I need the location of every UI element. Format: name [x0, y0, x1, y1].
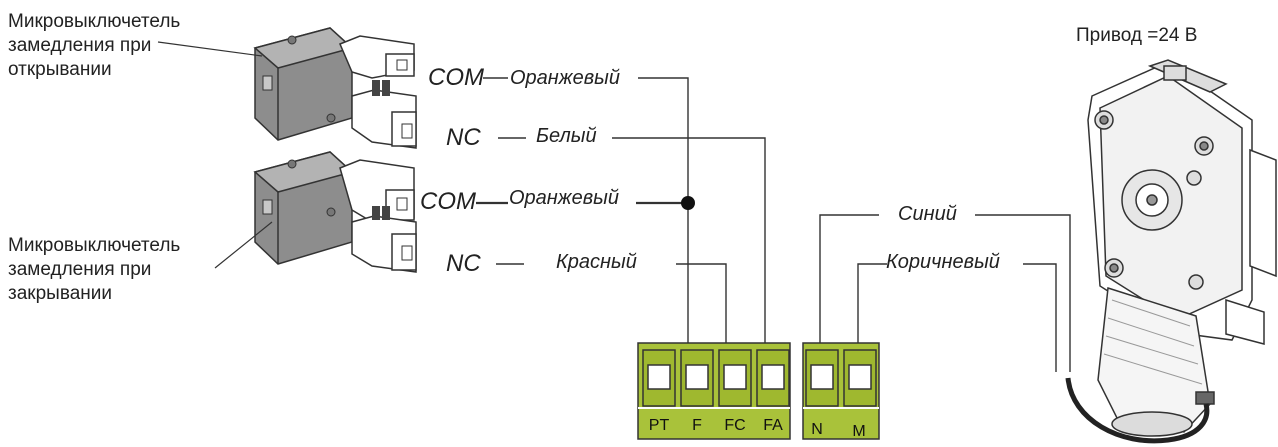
- caption-open-line-3: открывании: [8, 59, 112, 80]
- terminal-label-n: N: [811, 421, 823, 438]
- contact-nc-2: NC: [446, 250, 481, 277]
- microswitch-closing: [253, 151, 417, 273]
- caption-close-switch: Микровыключетель замедления при закрыван…: [8, 234, 180, 306]
- leader-line-close: [214, 221, 273, 269]
- leader-line-open: [157, 41, 263, 57]
- caption-close-line-1: Микровыключетель: [8, 235, 181, 256]
- terminal-block-a: [637, 342, 791, 440]
- wire-blue: [815, 214, 879, 356]
- caption-open-line-1: Микровыключетель: [8, 11, 181, 32]
- caption-drive: Привод =24 В: [1076, 25, 1198, 46]
- caption-open-switch: Микровыключетель замедления при открыван…: [8, 10, 180, 82]
- wire-brown-motor: [1023, 263, 1057, 372]
- wire-label-brown: Коричневый: [886, 251, 1000, 273]
- wire-brown: [853, 263, 887, 356]
- motor-cable: [1065, 377, 1210, 444]
- terminal-label-fc: FC: [724, 417, 746, 434]
- terminal-label-pt: PT: [648, 417, 670, 434]
- junction-dot: [681, 196, 695, 210]
- wire-label-orange-2: Оранжевый: [509, 187, 619, 209]
- wire-blue-motor: [975, 214, 1071, 372]
- wire-red: [676, 263, 731, 356]
- terminal-label-f: F: [692, 417, 702, 434]
- contact-nc-1: NC: [446, 124, 481, 151]
- wire-label-orange-1: Оранжевый: [510, 67, 620, 89]
- caption-close-line-3: закрывании: [8, 283, 112, 304]
- contact-com-2: COM: [420, 188, 476, 215]
- wire-label-red: Красный: [556, 251, 637, 273]
- terminal-label-fa: FA: [763, 417, 783, 434]
- wire-label-white: Белый: [536, 125, 597, 147]
- terminal-label-m: M: [852, 423, 866, 440]
- contact-com-1: COM: [428, 64, 484, 91]
- microswitch-opening: [253, 27, 417, 149]
- motor-drive: [1087, 59, 1277, 437]
- wire-orange-1: [638, 77, 693, 356]
- caption-open-line-2: замедления при: [8, 35, 152, 56]
- terminal-block-b: [802, 342, 880, 440]
- caption-close-line-2: замедления при: [8, 259, 152, 280]
- wire-label-blue: Синий: [898, 203, 957, 225]
- wire-white: [612, 137, 770, 356]
